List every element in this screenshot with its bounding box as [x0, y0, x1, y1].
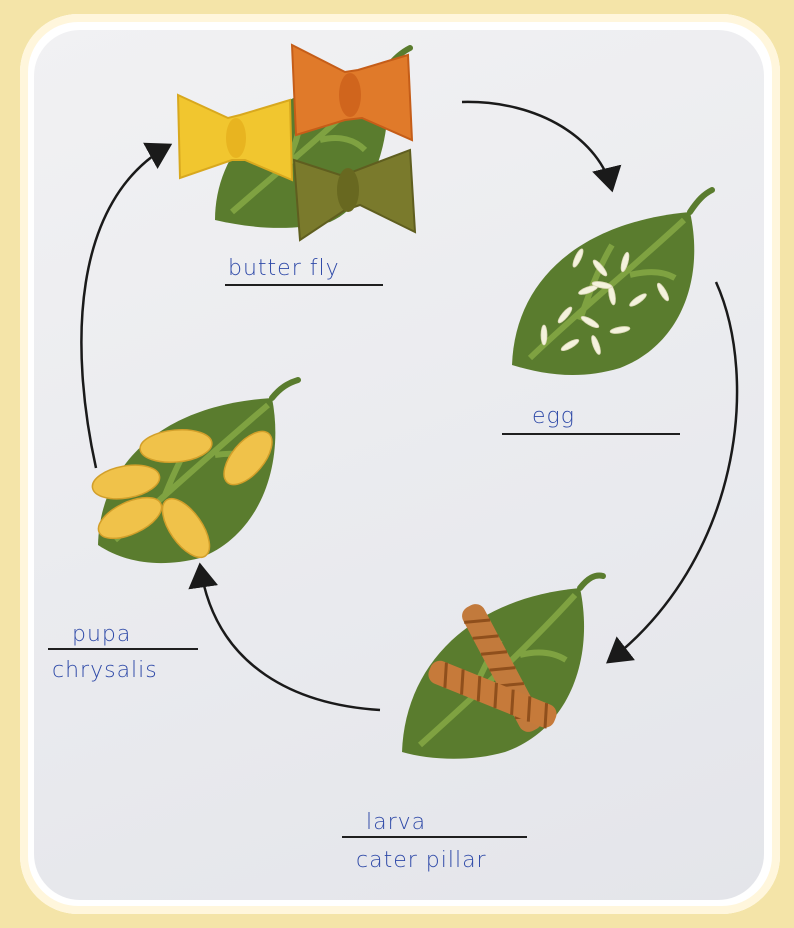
arrow-larva-to-pupa: [200, 565, 380, 710]
pupa-line: [48, 648, 198, 650]
pupa-label: pupa: [72, 622, 131, 647]
egg-label: egg: [532, 404, 575, 429]
larva-label: larva: [366, 810, 426, 835]
larva-sublabel: cater pillar: [356, 848, 487, 873]
egg-leaf: [512, 190, 712, 375]
egg-line: [502, 433, 680, 435]
butterfly-line: [225, 284, 383, 286]
arrow-pupa-to-butterfly: [81, 145, 170, 468]
butterfly-label: butter fly: [228, 256, 340, 281]
pupa-sublabel: chrysalis: [52, 658, 158, 683]
arrow-butterfly-to-egg: [462, 102, 612, 190]
larva-line: [342, 836, 527, 838]
